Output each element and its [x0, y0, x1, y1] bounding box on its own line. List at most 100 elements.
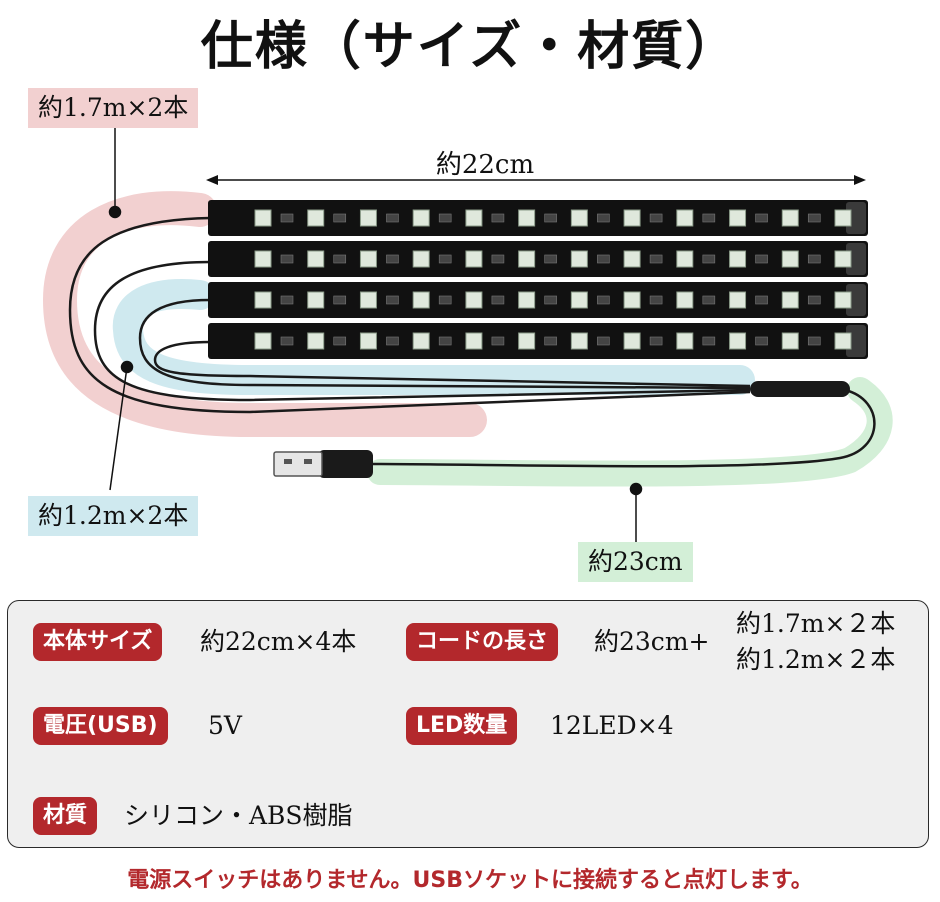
led-chip: [729, 332, 747, 350]
voltage-value: 5V: [208, 711, 242, 740]
led-chip: [623, 209, 641, 227]
material-value: シリコン・ABS樹脂: [124, 801, 353, 830]
resistor-chip: [333, 336, 347, 346]
callout-short-cord: 約1.2m×2本: [28, 496, 199, 536]
led-strip: [208, 282, 868, 318]
led-chip: [623, 332, 641, 350]
size-value: 約22cm×4本: [200, 627, 357, 656]
led-chip: [623, 291, 641, 309]
led-chip: [781, 332, 799, 350]
led-chip: [465, 250, 483, 268]
led-strip: [208, 200, 868, 236]
resistor-chip: [702, 295, 716, 305]
resistor-chip: [438, 336, 452, 346]
cord-label-badge: コードの長さ: [406, 623, 559, 661]
led-chip: [834, 250, 852, 268]
led-chip: [570, 209, 588, 227]
resistor-chip: [386, 213, 399, 223]
cords: [68, 216, 876, 468]
voltage-label-badge: 電圧(USB): [33, 707, 168, 745]
resistor-chip: [807, 336, 821, 346]
led-strip: [208, 241, 868, 277]
resistor-chip: [386, 254, 399, 264]
resistor-chip: [491, 336, 505, 346]
page-title: 仕様（サイズ・材質）: [200, 17, 740, 77]
resistor-chip: [649, 213, 663, 223]
led-count-label-badge: LED数量: [406, 707, 518, 745]
led-chip: [254, 250, 272, 268]
resistor-chip: [755, 295, 768, 305]
resistor-chip: [807, 213, 821, 223]
resistor-chip: [491, 295, 505, 305]
resistor-chip: [544, 295, 557, 305]
footer-note: 電源スイッチはありません。USBソケットに接続すると点灯します。: [127, 868, 813, 893]
led-chip: [307, 209, 325, 227]
cable-junction: [750, 381, 850, 397]
resistor-chip: [491, 254, 505, 264]
led-chip: [254, 291, 272, 309]
blue-cord-highlight: [112, 279, 755, 395]
led-chip: [359, 209, 377, 227]
resistor-chip: [544, 336, 557, 346]
resistor-chip: [755, 336, 768, 346]
led-chip: [412, 209, 430, 227]
resistor-chip: [438, 213, 452, 223]
callout-long-cord: 約1.7m×2本: [28, 88, 199, 128]
led-chip: [518, 250, 536, 268]
resistor-chip: [438, 254, 452, 264]
cord-value: 約23cm+: [594, 627, 710, 656]
pink-cord-highlight: [42, 191, 487, 437]
led-chip: [834, 209, 852, 227]
led-chip: [729, 209, 747, 227]
led-chip: [518, 209, 536, 227]
led-chip: [570, 291, 588, 309]
led-chip: [518, 332, 536, 350]
resistor-chip: [280, 295, 294, 305]
led-chip: [834, 291, 852, 309]
led-chip: [465, 332, 483, 350]
resistor-chip: [702, 336, 716, 346]
led-chip: [307, 332, 325, 350]
resistor-chip: [280, 213, 294, 223]
spec-table: 本体サイズ 約22cm×4本 コードの長さ 約23cm+ 約1.7m×２本 約1…: [7, 600, 929, 848]
resistor-chip: [702, 254, 716, 264]
size-label-badge: 本体サイズ: [33, 623, 163, 661]
cord-value-line2: 約1.2m×２本: [736, 645, 896, 674]
led-chip: [307, 250, 325, 268]
resistor-chip: [333, 295, 347, 305]
resistor-chip: [386, 295, 399, 305]
resistor-chip: [280, 254, 294, 264]
led-chip: [518, 291, 536, 309]
resistor-chip: [438, 295, 452, 305]
led-chip: [465, 291, 483, 309]
led-chip: [359, 291, 377, 309]
strip-width-label: 約22cm: [435, 150, 535, 180]
led-count-value: 12LED×4: [550, 711, 674, 740]
led-chip: [412, 250, 430, 268]
led-chip: [412, 291, 430, 309]
resistor-chip: [333, 254, 347, 264]
led-chip: [729, 291, 747, 309]
led-strip-illustration: [42, 110, 893, 550]
material-label-badge: 材質: [33, 797, 98, 835]
resistor-chip: [755, 254, 768, 264]
led-strip: [208, 323, 868, 359]
resistor-chip: [755, 213, 768, 223]
led-chip: [307, 291, 325, 309]
led-chip: [676, 250, 694, 268]
resistor-chip: [649, 254, 663, 264]
led-chip: [359, 332, 377, 350]
led-chip: [359, 250, 377, 268]
led-chip: [676, 332, 694, 350]
led-chip: [781, 291, 799, 309]
usb-cable: [369, 388, 876, 468]
led-chip: [570, 250, 588, 268]
led-chip: [254, 209, 272, 227]
resistor-chip: [597, 336, 610, 346]
resistor-chip: [386, 336, 399, 346]
green-cord-highlight: [367, 377, 893, 487]
resistor-chip: [702, 213, 716, 223]
resistor-chip: [649, 295, 663, 305]
led-chip: [465, 209, 483, 227]
resistor-chip: [333, 213, 347, 223]
